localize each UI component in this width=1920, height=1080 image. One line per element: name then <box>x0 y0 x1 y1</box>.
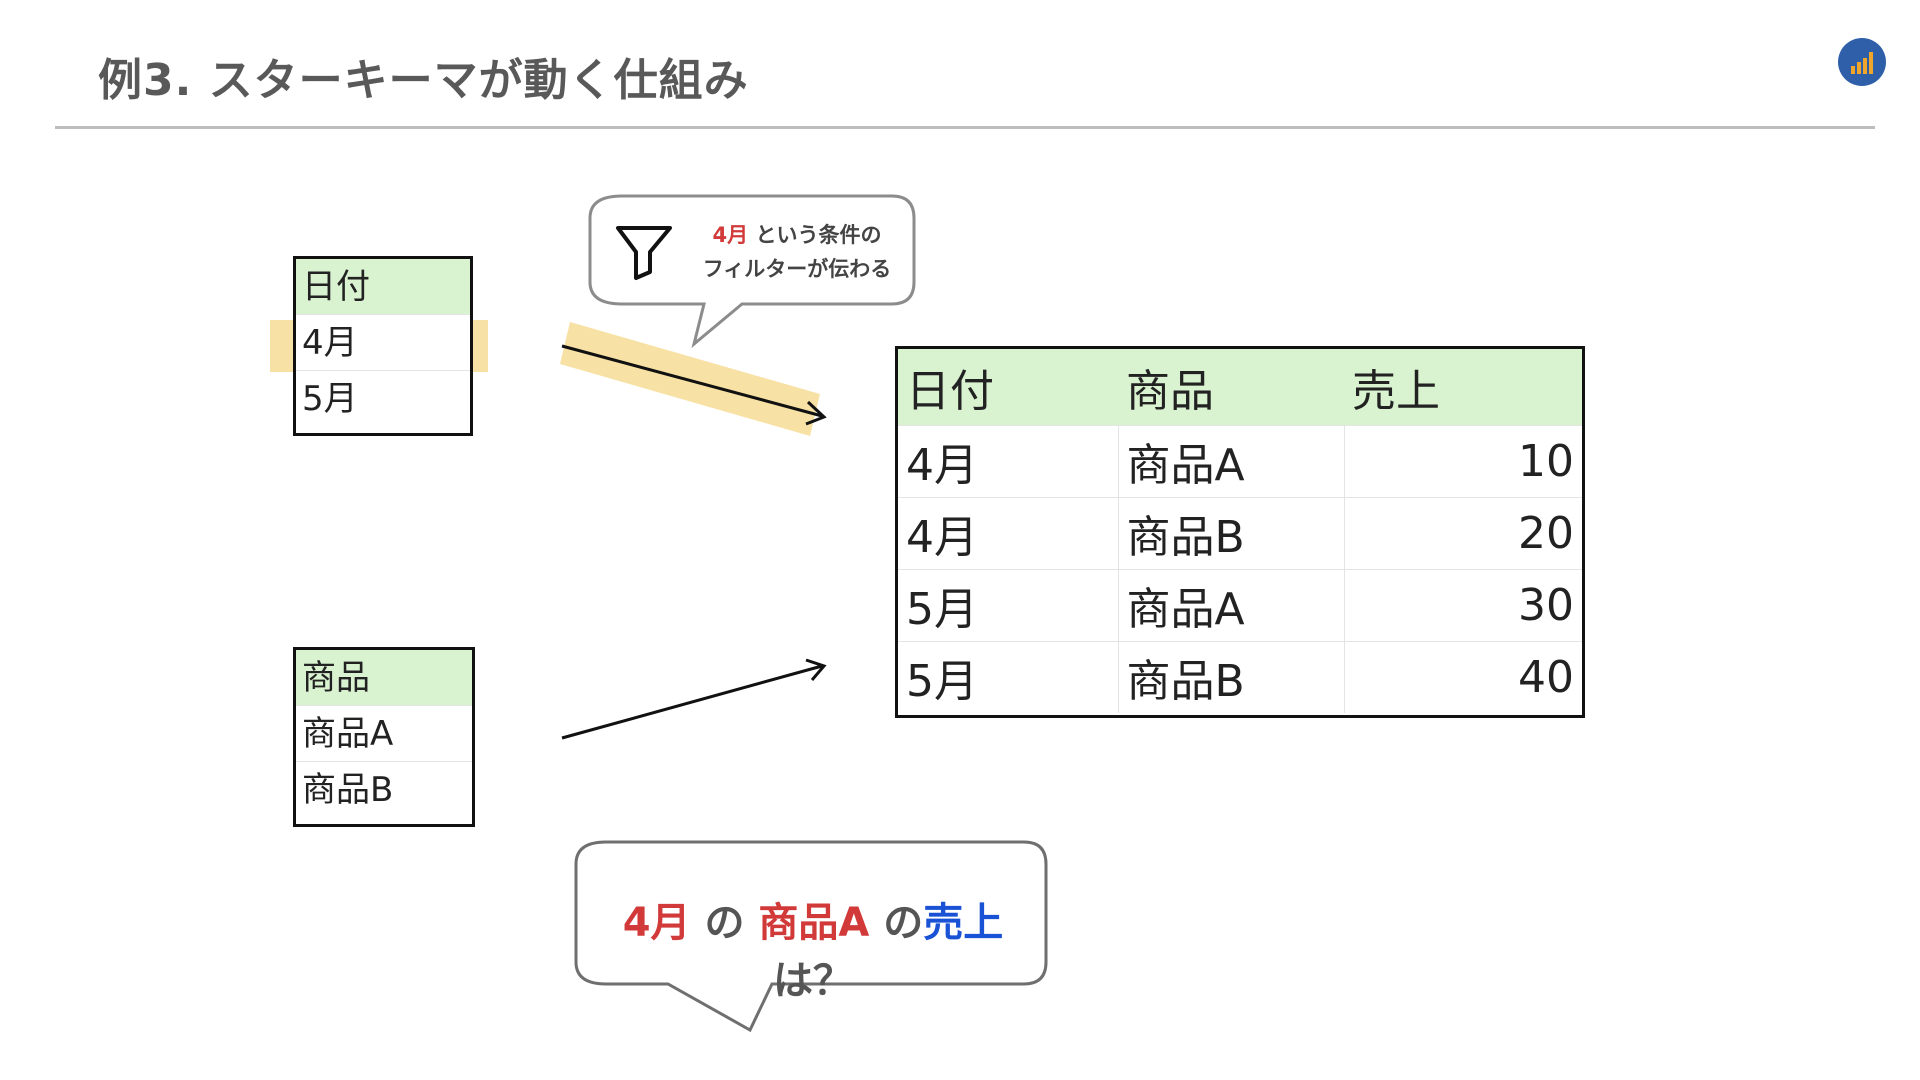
question-callout-bubble <box>574 840 1048 1033</box>
date-dimension-table: 日付 4月 5月 <box>293 256 473 436</box>
fact-cell-sales: 20 <box>1344 497 1582 570</box>
filter-callout-line2: フィルターが伝わる <box>702 257 892 281</box>
question-particle: の <box>869 900 924 946</box>
filter-arrow <box>561 344 823 418</box>
fact-cell-sales: 40 <box>1518 651 1574 703</box>
table-row: 4月 商品B 20 <box>898 497 1582 570</box>
fact-cell-product: 商品A <box>1118 569 1345 642</box>
product-arrowhead <box>805 658 827 681</box>
date-table-row: 4月 <box>296 315 470 371</box>
question-callout-text: 4月 の 商品A の売上 は？ <box>578 890 1048 1006</box>
fact-table-header-row: 日付 商品 売上 <box>898 349 1582 426</box>
table-row: 5月 商品A 30 <box>898 569 1582 642</box>
fact-cell-date: 5月 <box>898 641 1119 713</box>
page-title: 例3. スターキーマが動く仕組み <box>98 55 749 106</box>
date-table-row: 5月 <box>302 379 358 419</box>
title-divider <box>55 126 1875 129</box>
question-sales: 売上 <box>923 900 1004 946</box>
product-arrow <box>561 664 823 740</box>
fact-cell-product: 商品B <box>1118 497 1345 570</box>
table-row: 5月 商品B 40 <box>898 641 1582 713</box>
filter-icon <box>616 226 672 280</box>
product-table-row: 商品B <box>302 770 394 810</box>
question-end: は？ <box>773 958 853 1004</box>
fact-header-date: 日付 <box>898 349 1118 426</box>
question-month: 4月 <box>622 900 691 946</box>
fact-cell-product: 商品B <box>1118 641 1345 713</box>
fact-header-sales: 売上 <box>1344 349 1582 426</box>
table-row: 4月 商品A 10 <box>898 425 1582 498</box>
fact-cell-date: 4月 <box>898 497 1119 570</box>
fact-cell-product: 商品A <box>1118 425 1345 498</box>
product-table-row: 商品A <box>296 706 472 762</box>
fact-cell-date: 4月 <box>898 425 1119 498</box>
fact-cell-date: 5月 <box>898 569 1119 642</box>
filter-arrowhead <box>805 400 827 426</box>
date-table-header: 日付 <box>296 259 470 315</box>
product-table-header: 商品 <box>296 650 472 706</box>
filter-callout-bubble <box>588 194 916 349</box>
question-product: 商品A <box>758 900 870 946</box>
product-dimension-table: 商品 商品A 商品B <box>293 647 475 827</box>
filter-callout-text: 4月 という条件の フィルターが伝わる <box>682 218 912 286</box>
fact-cell-sales: 30 <box>1344 569 1582 642</box>
fact-header-product: 商品 <box>1118 349 1344 426</box>
bar-chart-logo-icon <box>1838 38 1886 86</box>
question-particle: の <box>690 900 759 946</box>
fact-cell-sales: 10 <box>1344 425 1582 498</box>
sales-fact-table: 日付 商品 売上 4月 商品A 10 4月 商品B 20 5月 商品A 30 5… <box>895 346 1585 718</box>
filter-callout-line1: という条件の <box>748 223 882 247</box>
filter-callout-highlight: 4月 <box>712 223 749 247</box>
